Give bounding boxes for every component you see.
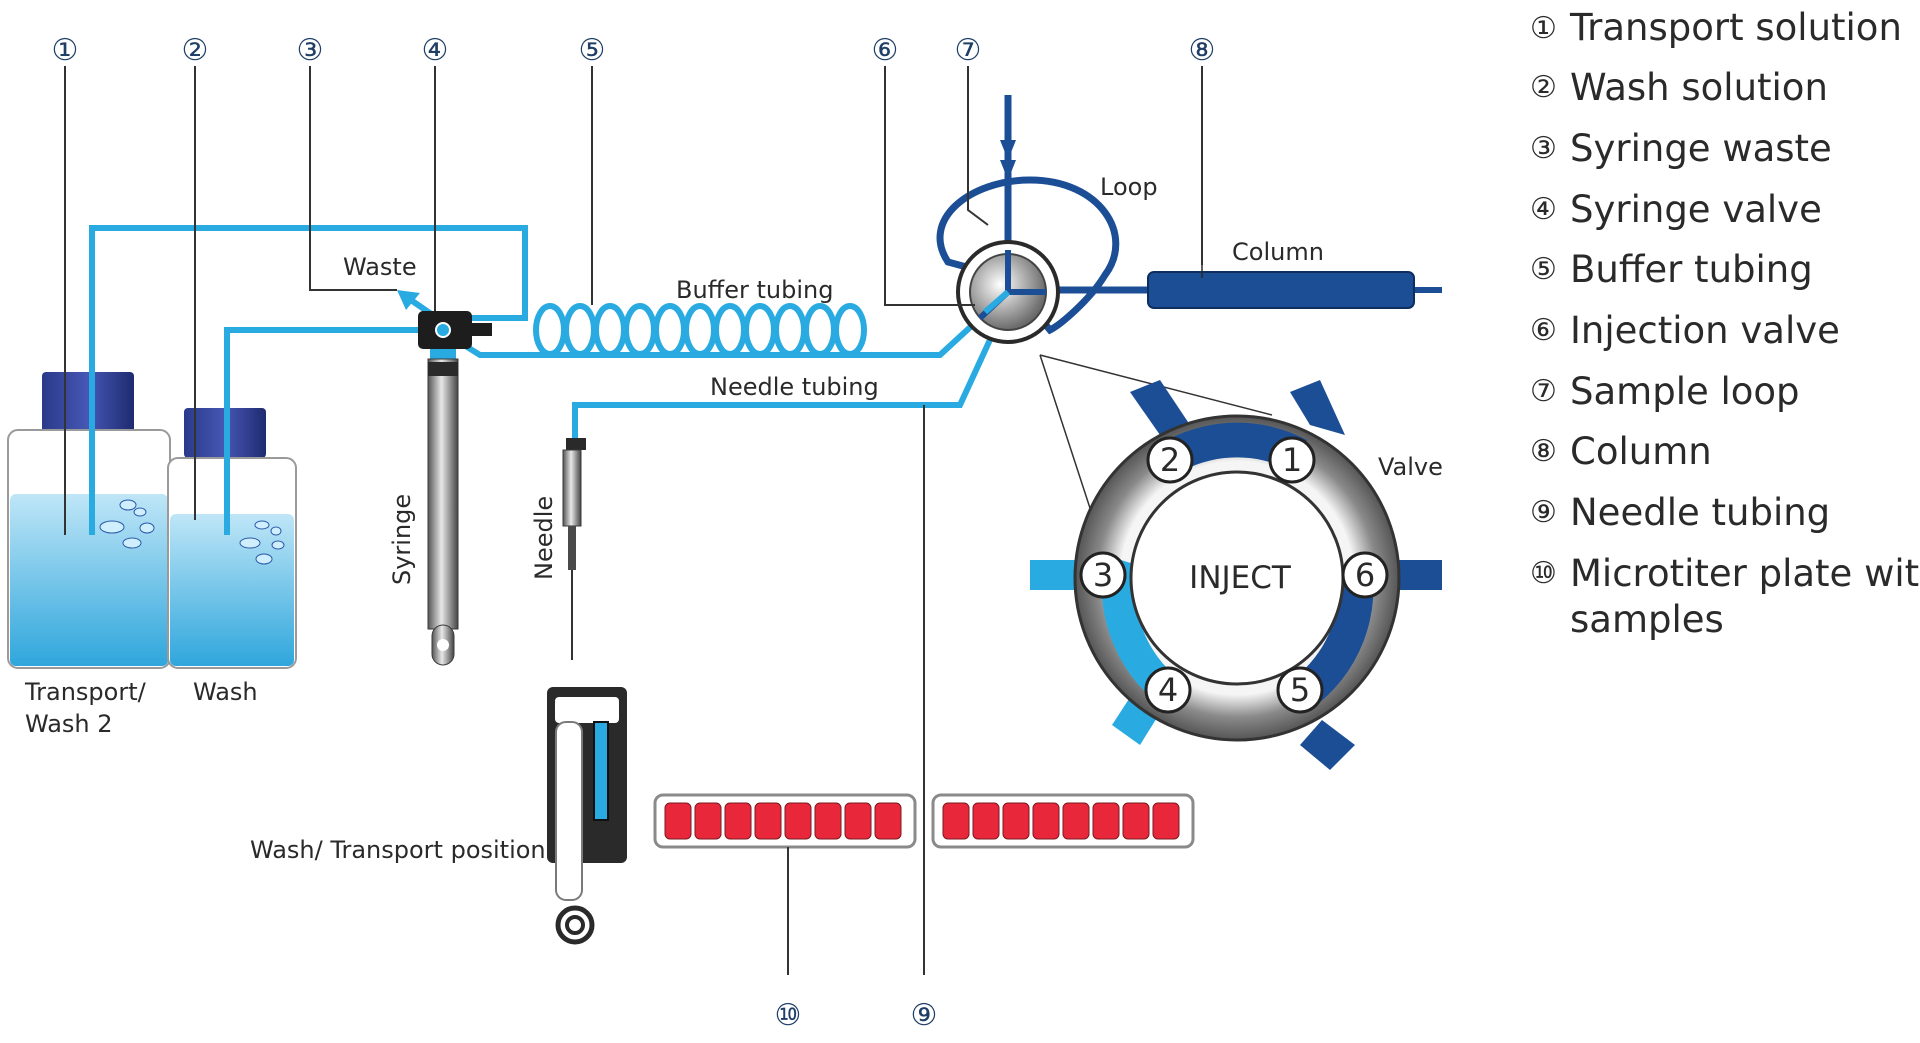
needle: [562, 438, 586, 660]
valve-port-2: 2: [1160, 441, 1180, 479]
legend-num-3: ③: [1530, 131, 1557, 166]
loop-inlet-arrow-2: [1000, 160, 1016, 180]
legend-item-10: Microtiter plate with: [1570, 552, 1920, 595]
callout-5: ⑤: [579, 33, 606, 68]
legend-num-8: ⑧: [1530, 434, 1557, 469]
callout-1: ①: [52, 33, 79, 68]
wash-transport-position-label: Wash/ Transport position: [250, 836, 546, 864]
legend-item-4: Syringe valve: [1570, 188, 1822, 231]
callout-8: ⑧: [1189, 33, 1216, 68]
legend-num-10: ⑩: [1530, 556, 1557, 591]
valve-port-3: 3: [1093, 556, 1113, 594]
inject-label: INJECT: [1189, 560, 1292, 596]
loop-inlet-arrow: [1000, 140, 1016, 160]
syringe: [427, 349, 459, 666]
legend-num-5: ⑤: [1530, 252, 1557, 287]
callout-4: ④: [422, 33, 449, 68]
needle-tubing-label: Needle tubing: [710, 373, 879, 401]
callout-7: ⑦: [955, 33, 982, 68]
wash-bottle: [167, 408, 297, 669]
bubbles: [99, 499, 285, 565]
valve-large: [1030, 380, 1442, 770]
legend-num-2: ②: [1530, 70, 1557, 105]
syringe-valve: [418, 311, 492, 349]
transport-bottle-label-line1: Transport/: [24, 678, 147, 706]
legend-item-10-line2: samples: [1570, 598, 1724, 641]
valve-port-6: 6: [1355, 556, 1375, 594]
needle-label: Needle: [530, 496, 558, 580]
legend-num-1: ①: [1530, 11, 1557, 46]
legend-num-7: ⑦: [1530, 374, 1557, 409]
wash-line: [224, 327, 425, 535]
buffer-tubing-label: Buffer tubing: [676, 276, 833, 304]
transport-bottle: [7, 372, 171, 669]
legend-item-9: Needle tubing: [1570, 491, 1830, 534]
column-label: Column: [1232, 238, 1324, 266]
callout-9: ⑨: [911, 998, 938, 1033]
legend-item-1: Transport solution: [1569, 6, 1902, 49]
valve-port-circles: [1079, 436, 1389, 714]
valve-label: Valve: [1378, 453, 1443, 481]
legend-item-6: Injection valve: [1570, 309, 1840, 352]
buffer-coil: [533, 303, 867, 357]
valve-port-1: 1: [1282, 441, 1302, 479]
legend-num-6: ⑥: [1530, 313, 1557, 348]
callout-6: ⑥: [872, 33, 899, 68]
legend: ① Transport solution ② Wash solution ③ S…: [1530, 6, 1920, 641]
injection-valve-small: [956, 240, 1060, 344]
legend-num-4: ④: [1530, 192, 1557, 227]
callout-10: ⑩: [775, 998, 802, 1033]
wash-transport-port: [547, 687, 627, 945]
valve-port-4: 4: [1158, 671, 1178, 709]
legend-num-9: ⑨: [1530, 495, 1557, 530]
legend-item-2: Wash solution: [1570, 66, 1828, 109]
valve-port-5: 5: [1290, 671, 1310, 709]
microtiter-plate-left: [653, 793, 917, 849]
column: [1147, 271, 1415, 309]
syringe-label: Syringe: [388, 494, 416, 585]
transport-bottle-cap: [42, 372, 134, 434]
wash-bottle-liquid: [170, 514, 294, 666]
transport-bottle-label-line2: Wash 2: [25, 710, 113, 738]
wash-bottle-label: Wash: [193, 678, 258, 706]
microtiter-plate-right: [931, 793, 1195, 849]
legend-item-3: Syringe waste: [1570, 127, 1832, 170]
waste-label: Waste: [343, 253, 417, 281]
loop-label: Loop: [1100, 173, 1158, 201]
transport-line: [89, 225, 528, 535]
callout-2: ②: [182, 33, 209, 68]
legend-item-5: Buffer tubing: [1570, 248, 1813, 291]
legend-item-7: Sample loop: [1570, 370, 1800, 413]
callout-3: ③: [297, 33, 324, 68]
needle-tubing-line: [572, 316, 1003, 442]
legend-item-8: Column: [1570, 430, 1712, 473]
callout-leaders: [64, 66, 1203, 975]
transport-bottle-liquid: [10, 494, 168, 666]
